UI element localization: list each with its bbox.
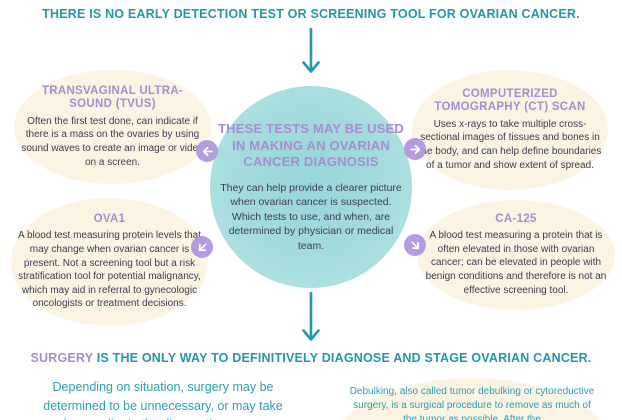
center-title: IN MAKING AN OVARIAN [232, 137, 390, 153]
test-description: Uses x-rays to take multiple cross-secti… [418, 118, 602, 171]
test-title: COMPUTERIZED [462, 87, 558, 100]
test-description: A blood test measuring protein levels th… [18, 230, 201, 310]
test-card-ca125: CA-125 A blood test measuring a protein … [417, 200, 615, 310]
arrow-down-right-icon [404, 234, 426, 256]
surgery-headline-highlight: SURGERY [30, 351, 94, 365]
down-arrow-icon [302, 28, 320, 73]
test-title: CA-125 [495, 212, 537, 225]
test-card-tvus: TRANSVAGINAL ULTRA- SOUND (TVUS) Often t… [14, 70, 211, 184]
center-description: They can help provide a clearer picture … [220, 181, 402, 252]
surgery-headline-rest: IS THE ONLY WAY TO DEFINITIVELY DIAGNOSE… [93, 351, 592, 365]
test-description: A blood test measuring a protein that is… [425, 230, 607, 296]
center-title: THESE TESTS MAY BE USED [218, 121, 404, 136]
down-arrow-icon [302, 292, 320, 341]
test-title: TRANSVAGINAL ULTRA- [41, 84, 184, 97]
test-card-ct-scan: COMPUTERIZED TOMOGRAPHY (CT) SCAN Uses x… [412, 70, 608, 190]
arrow-down-left-icon [191, 236, 213, 258]
surgery-headline: SURGERY IS THE ONLY WAY TO DEFINITIVELY … [0, 351, 622, 365]
arrow-left-icon [196, 140, 218, 162]
test-card-ova1: OVA1 A blood test measuring protein leve… [11, 198, 208, 326]
test-title: TOMOGRAPHY (CT) SCAN [434, 101, 586, 114]
center-diagnosis-circle: THESE TESTS MAY BE USED IN MAKING AN OVA… [210, 86, 412, 288]
arrow-right-icon [404, 138, 426, 160]
debulking-note: Debulking, also called tumor debulking o… [349, 386, 595, 420]
surgery-note-left: Depending on situation, surgery may be d… [43, 380, 283, 420]
top-headline: THERE IS NO EARLY DETECTION TEST OR SCRE… [42, 7, 580, 21]
test-description: Often the first test done, can indicate … [21, 115, 204, 168]
test-title: OVA1 [93, 212, 126, 225]
test-title: SOUND (TVUS) [69, 98, 156, 111]
debulking-card: Debulking, also called tumor debulking o… [332, 378, 612, 420]
center-title: CANCER DIAGNOSIS [243, 154, 379, 169]
